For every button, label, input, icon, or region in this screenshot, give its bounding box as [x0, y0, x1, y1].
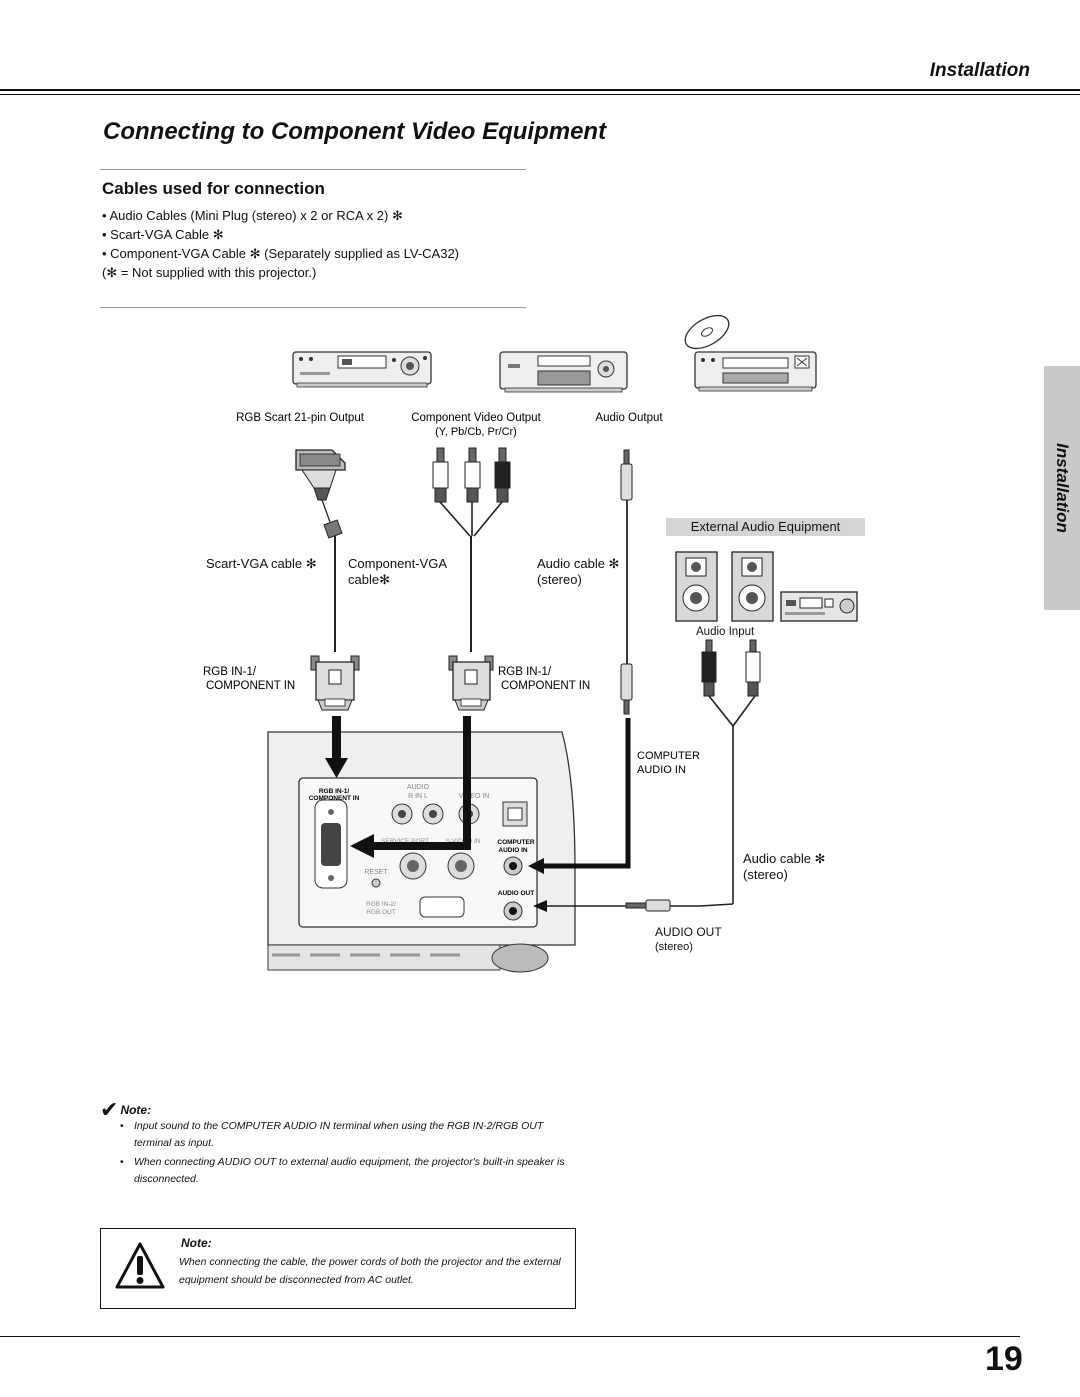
- connector-label-right-2: COMPONENT IN: [501, 680, 590, 692]
- amplifier: [780, 591, 858, 622]
- audio-output-label: Audio Output: [595, 412, 663, 424]
- audio-cable-bottom-label: Audio cable ✻ (stereo): [743, 851, 826, 882]
- scart-source-device: [292, 351, 432, 388]
- panel-video-in: VIDEO IN: [459, 793, 490, 800]
- cables-footnote: (✻ = Not supplied with this projector.): [102, 265, 317, 280]
- audio-out-sub: (stereo): [655, 941, 693, 953]
- header-rule: [0, 89, 1080, 91]
- speakers: [675, 551, 774, 622]
- panel-rgb-in2: RGB IN-2/: [366, 901, 396, 908]
- panel-r-in-l: R IN L: [408, 793, 428, 800]
- connector-label-right: RGB IN-1/: [498, 666, 552, 678]
- external-audio-label: External Audio Equipment: [666, 518, 865, 536]
- component-output-label: Component Video Output: [411, 412, 541, 424]
- warning-text: When connecting the cable, the power cor…: [179, 1256, 561, 1286]
- panel-audio: AUDIO: [407, 784, 430, 791]
- list-item: When connecting AUDIO OUT to external au…: [118, 1154, 578, 1188]
- component-source-device: [499, 351, 628, 393]
- section-title: Installation: [929, 60, 1030, 81]
- footer-rule: [0, 1336, 1020, 1337]
- warning-box: Note: When connecting the cable, the pow…: [100, 1228, 576, 1309]
- projector-rear: RGB IN-1/ COMPONENT IN AUDIO R IN L VIDE…: [267, 731, 576, 973]
- vga-connector-left: [310, 655, 360, 711]
- notes-list: Input sound to the COMPUTER AUDIO IN ter…: [118, 1118, 578, 1190]
- checkmark-icon: ✔: [100, 1097, 119, 1122]
- vga-connector-right: [448, 655, 494, 711]
- audio-input-label: Audio Input: [696, 626, 755, 638]
- section-divider: [100, 169, 526, 170]
- panel-reset: RESET: [364, 869, 388, 876]
- rca-plugs-audio: [625, 639, 761, 912]
- page-number: 19: [985, 1340, 1023, 1378]
- warning-heading: Note:: [181, 1236, 212, 1250]
- audio-cable-label: Audio cable ✻ (stereo): [537, 556, 620, 587]
- scart-vga-cable-label: Scart-VGA cable ✻: [206, 556, 317, 571]
- cables-list: • Audio Cables (Mini Plug (stereo) x 2 o…: [102, 206, 459, 282]
- panel-computer: COMPUTER: [497, 839, 535, 846]
- audio-out-label: AUDIO OUT: [655, 925, 722, 939]
- section-divider: [100, 307, 526, 308]
- connection-arrows: [325, 716, 631, 912]
- list-item: • Audio Cables (Mini Plug (stereo) x 2 o…: [102, 208, 403, 223]
- component-vga-cable-label: Component-VGA cable✻: [348, 556, 447, 587]
- connection-diagram: RGB Scart 21-pin Output Component Video …: [203, 314, 858, 973]
- audio-source-device: [684, 314, 817, 392]
- cables-heading: Cables used for connection: [102, 179, 325, 198]
- scart-plug: [295, 449, 346, 539]
- header-rule-thin: [0, 94, 1080, 95]
- panel-audio-out: AUDIO OUT: [498, 890, 535, 897]
- computer-audio-label-2: AUDIO IN: [637, 764, 686, 776]
- page-heading: Connecting to Component Video Equipment: [103, 118, 607, 145]
- audio-mini-plug-top: [620, 449, 633, 715]
- panel-component-in: COMPONENT IN: [309, 795, 360, 802]
- note-heading: ✔Note:: [100, 1097, 152, 1122]
- panel-audio-in: AUDIO IN: [498, 847, 528, 854]
- scart-output-label: RGB Scart 21-pin Output: [236, 412, 365, 424]
- connector-label-left-2: COMPONENT IN: [206, 680, 295, 692]
- list-item: • Scart-VGA Cable ✻: [102, 227, 224, 242]
- computer-audio-label: COMPUTER: [637, 750, 700, 762]
- list-item: Input sound to the COMPUTER AUDIO IN ter…: [118, 1118, 578, 1152]
- component-output-sub: (Y, Pb/Cb, Pr/Cr): [435, 426, 517, 438]
- side-tab: Installation: [1044, 366, 1080, 610]
- panel-rgb-out: RGB OUT: [366, 909, 396, 916]
- panel-service-port: SERVICE PORT: [381, 838, 429, 845]
- list-item: • Component-VGA Cable ✻ (Separately supp…: [102, 246, 459, 261]
- side-tab-label: Installation: [1053, 443, 1072, 533]
- panel-rgb-in: RGB IN-1/: [319, 788, 350, 795]
- connector-label-left: RGB IN-1/: [203, 666, 257, 678]
- rca-plugs-component: [432, 447, 511, 652]
- warning-icon: [115, 1242, 165, 1289]
